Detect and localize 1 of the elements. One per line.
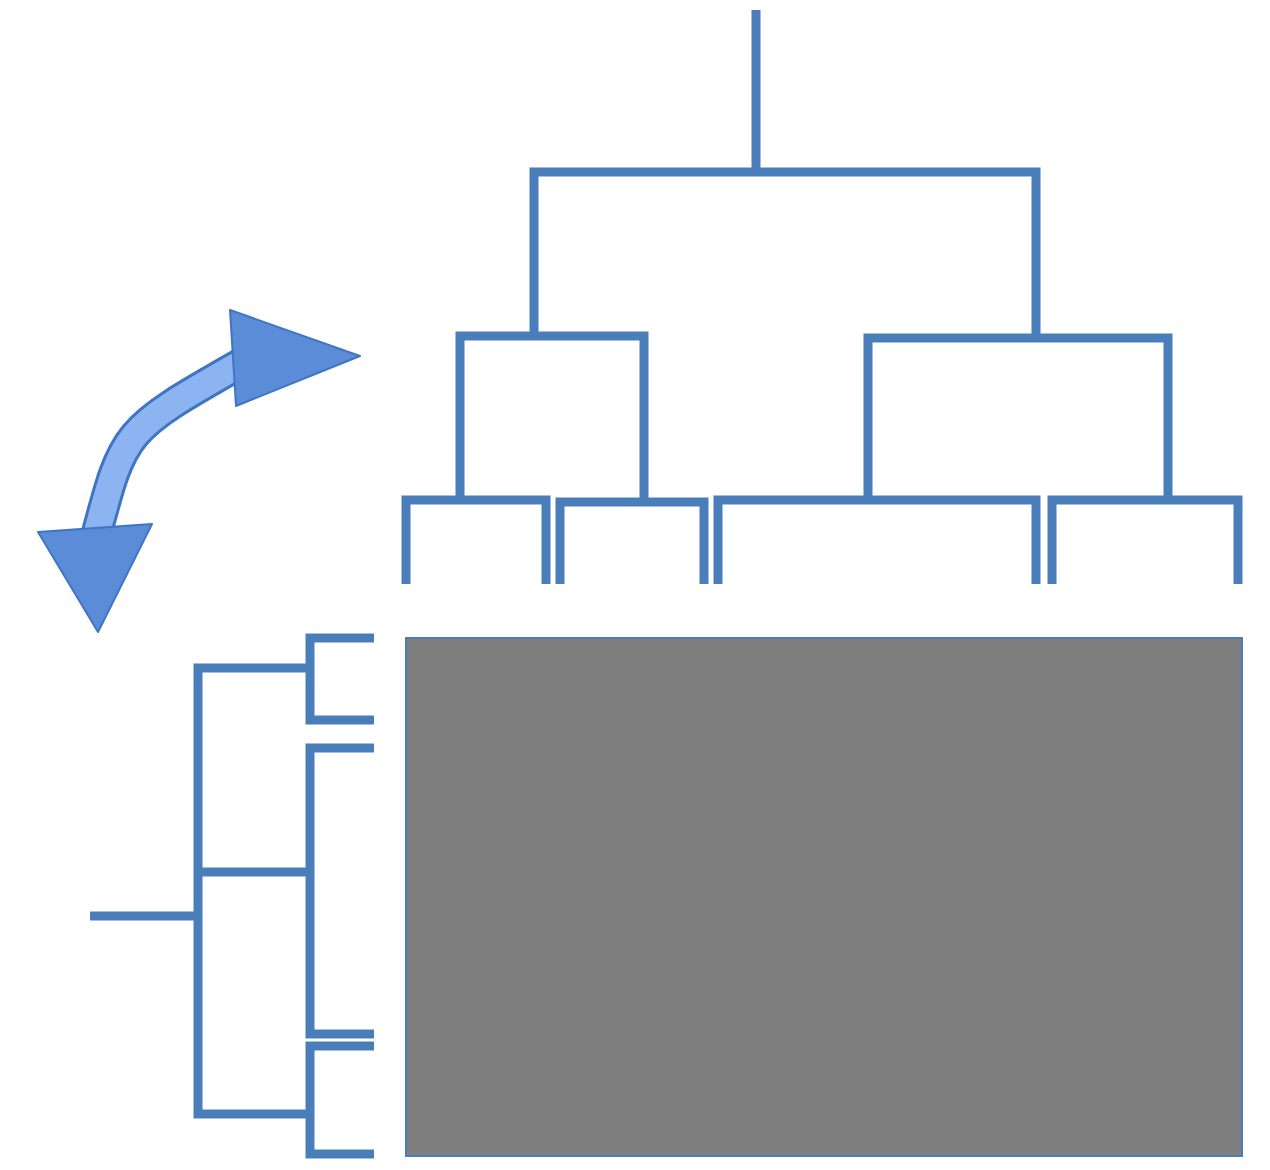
heatmap-matrix	[405, 636, 1243, 1157]
